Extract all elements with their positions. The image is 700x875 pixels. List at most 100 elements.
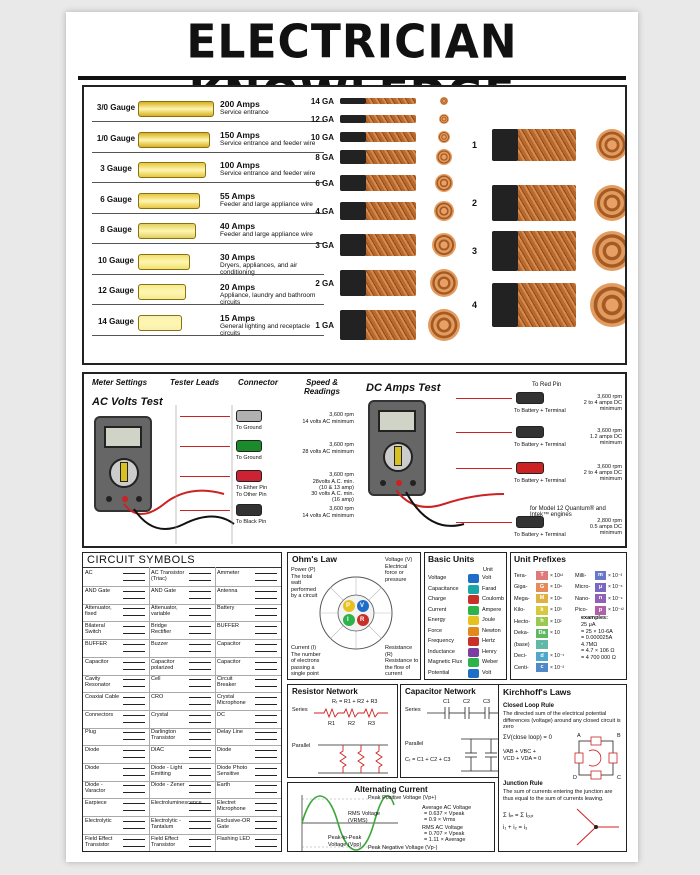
symbol-glyph — [255, 661, 277, 670]
kirchhoff-loop-eq3: VCD + VDA = 0 — [503, 756, 542, 762]
ac-row-reading2: 14 volts AC minimum — [302, 419, 354, 425]
basic-unit-name: Capacitance — [428, 585, 459, 592]
basic-unit-color-chip — [468, 605, 479, 615]
gauge-cable — [138, 131, 210, 148]
basic-unit-name: Frequency — [428, 638, 454, 644]
dc-row-reading3: minimum — [599, 530, 622, 536]
symbol-label: DIAC — [151, 747, 165, 753]
kirchhoff-title: Kirchhoff's Laws — [503, 687, 572, 697]
prefix-symbol: Da — [536, 628, 548, 638]
gauge-row-amps: 30 Amps — [220, 251, 256, 262]
dc-row-reading2: 1.2 amps DC — [589, 434, 622, 440]
prefix-exponent: × 10² — [550, 618, 562, 625]
dc-lead-line — [456, 398, 512, 399]
kirchhoff-loop-title: Closed Loop Rule — [503, 703, 554, 709]
prefix-row: Micro-μ× 10⁻⁶ — [575, 582, 626, 594]
kirchhoff-node-b: B — [617, 733, 621, 739]
symbol-label: Connectors — [85, 711, 114, 718]
symbol-row-divider — [83, 692, 281, 694]
symbol-label: Crystal Microphone — [217, 693, 246, 706]
resistor-diagram — [314, 707, 388, 774]
ought-wire-insulation — [492, 185, 518, 221]
basic-unit-unit: Joule — [482, 617, 496, 623]
resistor-series-label: Series — [292, 707, 308, 713]
gauge-row-divider — [92, 334, 324, 336]
dc-note: for Model 12 Quantum® and Intek™ engines — [530, 506, 606, 518]
symbol-label: Plug — [85, 729, 97, 736]
prefix-exponent: × 10⁻² — [550, 664, 565, 671]
prefix-name: Giga- — [514, 584, 528, 590]
symbol-glyph — [123, 714, 145, 723]
gauge-row-divider — [92, 273, 324, 275]
ga-wire-insulation — [340, 98, 366, 104]
basic-units-title: Basic Units — [428, 554, 475, 564]
prefix-symbol: k — [536, 605, 548, 615]
basic-unit-unit: Volt — [482, 575, 492, 581]
prefix-exponent: × 10⁹ — [550, 584, 563, 590]
symbol-glyph — [189, 679, 211, 688]
kirchhoff-junction-title: Junction Rule — [503, 781, 543, 787]
symbol-label: Electret Microphone — [217, 800, 246, 813]
ought-label: 2 — [472, 198, 478, 208]
symbol-glyph — [123, 785, 145, 794]
basic-units-unit-header: Unit — [483, 567, 493, 573]
symbol-label: Electrolytic — [85, 817, 112, 824]
symbol-glyph — [255, 732, 277, 741]
basic-unit-unit: Henry — [482, 648, 497, 655]
symbol-row-divider — [83, 833, 281, 835]
ac-connector — [236, 504, 262, 516]
ohms-power-note: Power (P) The total watt performed by a … — [291, 567, 318, 599]
gauge-row-desc: Service entrance and feeder wire — [220, 139, 316, 147]
ought-wire — [492, 185, 576, 221]
dc-row-reading: 3,600 rpm — [597, 464, 622, 470]
symbol-glyph — [189, 573, 211, 581]
basic-unit-color-chip — [468, 658, 479, 668]
prefix-name: Tera- — [514, 572, 527, 579]
ac-row-reading: 3,600 rpm — [329, 506, 354, 512]
symbol-label: Diode - Zener — [151, 782, 185, 789]
basic-unit-unit: Coulomb — [481, 596, 504, 602]
basic-unit-color-chip — [468, 679, 479, 680]
symbol-row-divider — [83, 674, 281, 676]
symbol-row-divider — [83, 639, 281, 641]
dc-row-reading3: minimum — [599, 406, 622, 412]
ga-wire — [340, 202, 416, 220]
prefix-name: Deci- — [514, 653, 527, 659]
symbol-label: Crystal — [151, 711, 169, 718]
ac-row-reading: 3,600 rpm — [329, 412, 354, 418]
resistor-label-r1: R1 — [328, 721, 336, 727]
basic-unit-unit: Hertz — [482, 638, 496, 644]
gauge-row-divider — [92, 243, 324, 244]
prefix-exponent: × 10⁻¹ — [550, 653, 565, 659]
ac-sine-wave — [301, 795, 398, 851]
kirchhoff-loop-text: The directed sum of the electrical poten… — [503, 711, 621, 730]
symbol-label: Ammeter — [217, 570, 240, 576]
prefix-symbol: M — [536, 594, 548, 604]
gauge-cable — [138, 101, 214, 117]
symbol-label: Coaxial Cable — [85, 693, 120, 700]
dc-lead-line — [456, 522, 512, 523]
ohms-center-v: V — [360, 603, 365, 609]
ac-label-peak-negative: Peak Negative Voltage (Vp-) — [368, 845, 438, 851]
kirchhoff-node-d: D — [573, 775, 577, 781]
symbol-glyph — [189, 661, 211, 670]
prefix-exponent: × 10⁻³ — [608, 572, 623, 579]
gauge-row-divider — [92, 182, 324, 183]
dc-row-label: To Battery + Terminal — [514, 532, 566, 538]
prefix-example-line: = 25 × 10-6A — [581, 628, 613, 635]
resistor-label-r3: R3 — [368, 721, 376, 727]
prefix-exponent: × 10⁻⁹ — [608, 595, 623, 602]
prefix-row: Tera-T× 10¹² — [514, 570, 574, 582]
prefix-name: Micro- — [575, 584, 591, 590]
prefix-example-line: = 4.7 × 106 Ω — [581, 648, 615, 654]
symbol-label: Capacitor — [217, 640, 241, 647]
symbol-label: Field Effect Transistor — [151, 835, 179, 848]
symbol-label: Antenna — [217, 587, 238, 594]
prefix-row: (base)- — [514, 639, 574, 651]
